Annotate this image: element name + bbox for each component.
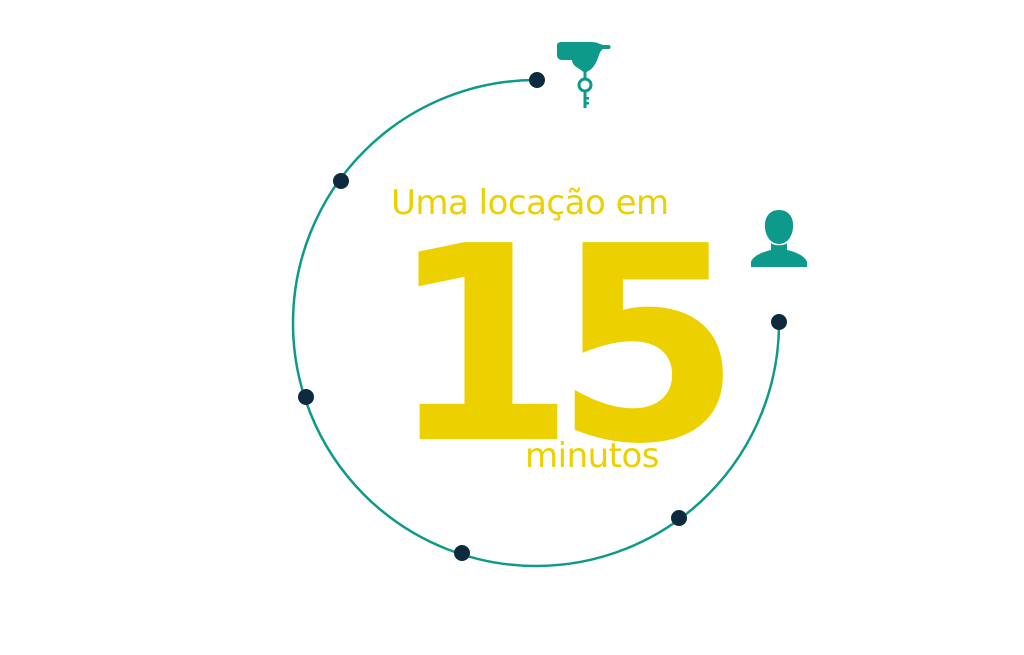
milestone-dot — [771, 314, 787, 330]
headline-text: Uma locação em — [391, 183, 669, 223]
headline-number: 15 — [388, 188, 742, 503]
person-icon — [751, 210, 807, 267]
headline-unit: minutos — [525, 436, 660, 476]
milestone-dot — [671, 510, 687, 526]
milestone-dot — [529, 72, 545, 88]
timeline-arc — [291, 78, 781, 568]
milestone-dot — [298, 389, 314, 405]
milestone-dot — [333, 173, 349, 189]
hand-with-key-icon — [557, 42, 611, 108]
milestone-dot — [454, 545, 470, 561]
